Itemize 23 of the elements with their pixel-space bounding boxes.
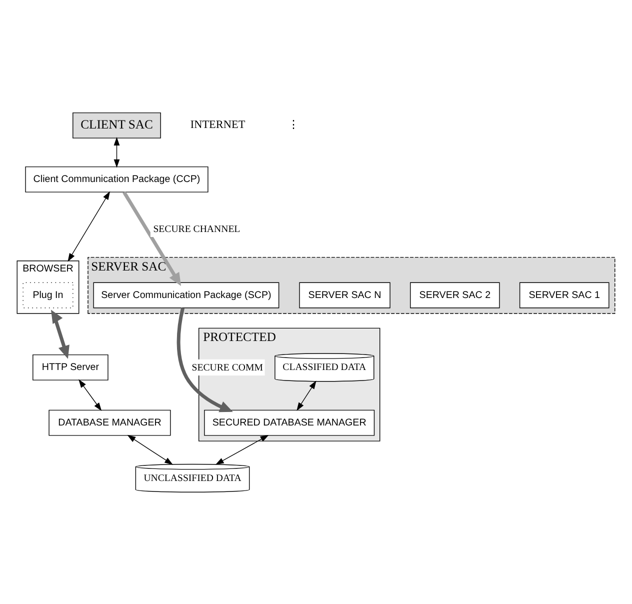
arrow	[68, 190, 110, 262]
arrow	[215, 434, 269, 464]
node-box: SERVER SAC N	[299, 282, 390, 308]
arrow	[127, 434, 174, 464]
arrow	[78, 378, 102, 411]
node-box: CLIENT SAC	[72, 112, 161, 138]
edge-label: SECURE CHANNEL	[153, 223, 240, 234]
node-box: SERVER SAC 2	[410, 282, 500, 308]
label: INTERNET	[190, 118, 246, 131]
node-box: SECURED DATABASE MANAGER	[204, 409, 375, 436]
node-box: Plug In	[22, 282, 74, 308]
arrow	[50, 309, 70, 358]
arrow	[296, 380, 316, 410]
label: ⋮	[288, 118, 300, 131]
arrow	[114, 136, 120, 168]
node-box: SERVER SAC 1	[519, 282, 610, 308]
node-box: Client Communication Package (CCP)	[25, 166, 208, 192]
arrow	[176, 307, 233, 412]
node-box: DATABASE MANAGER	[48, 409, 171, 436]
node-box: HTTP Server	[32, 354, 108, 380]
edge-label: SECURE COMM	[192, 362, 263, 373]
node-box: Server Communication Package (SCP)	[93, 282, 280, 308]
arrow	[122, 190, 182, 286]
